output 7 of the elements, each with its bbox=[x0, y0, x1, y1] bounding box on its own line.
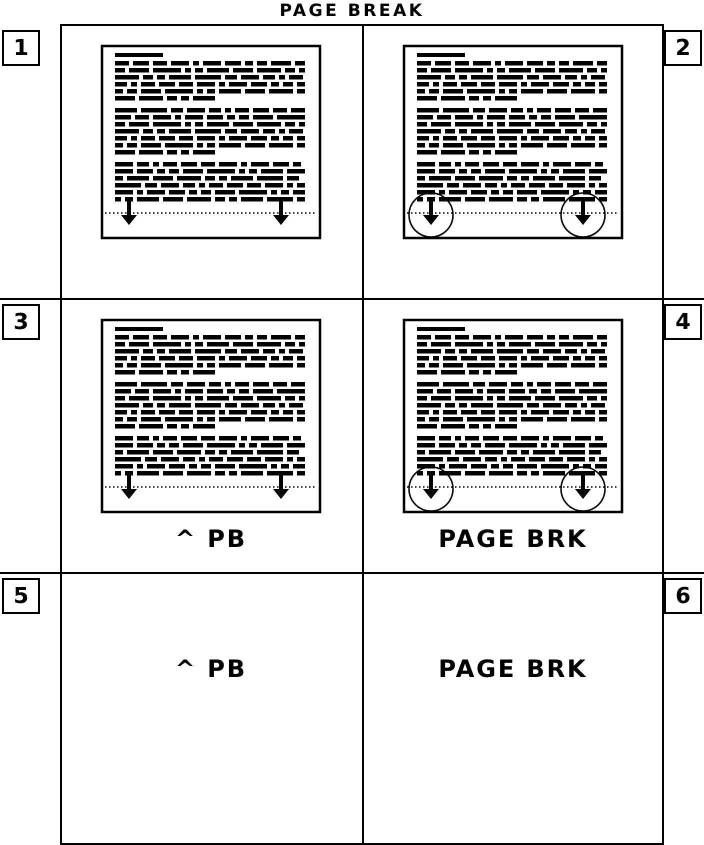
panel-number: 6 bbox=[664, 578, 702, 614]
panel-number: 1 bbox=[2, 30, 40, 66]
title: PAGE BREAK bbox=[279, 0, 425, 22]
panel-number: 2 bbox=[664, 30, 702, 66]
panel-number: 3 bbox=[2, 304, 40, 340]
panel-number: 4 bbox=[664, 304, 702, 340]
panel-number: 5 bbox=[2, 578, 40, 614]
